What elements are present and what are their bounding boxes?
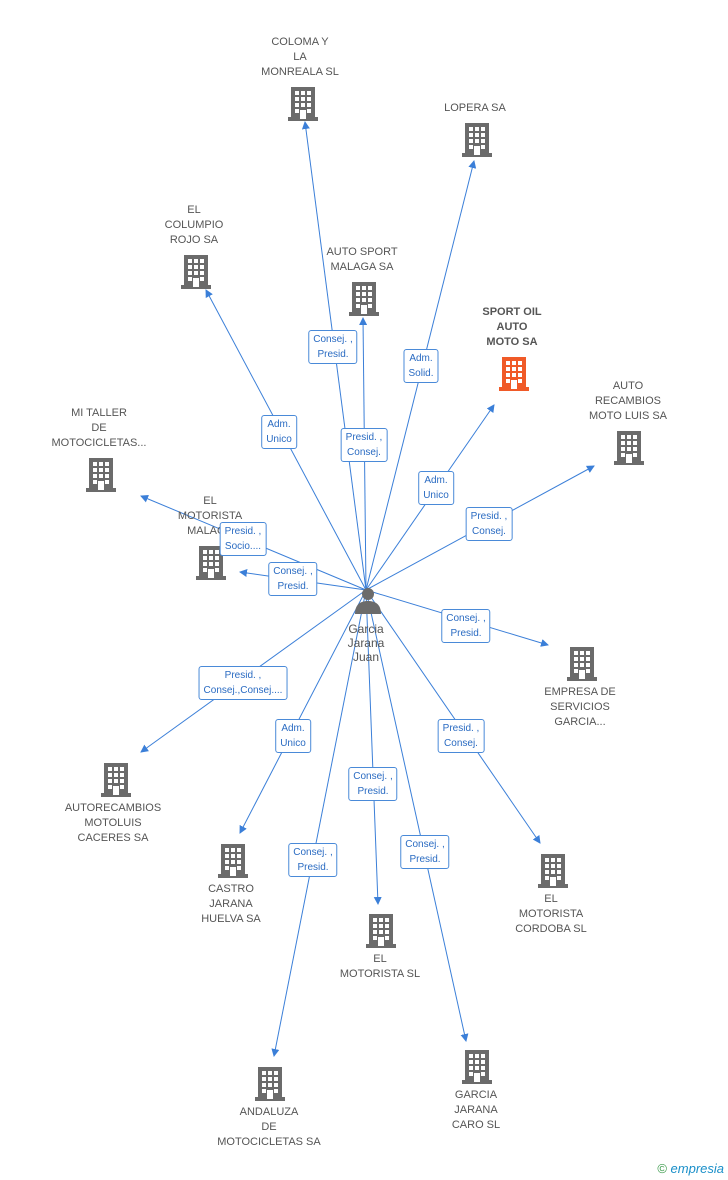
person-icon[interactable]	[353, 585, 383, 615]
person-name: Garcia Jarana Juan	[347, 622, 385, 664]
building-icon[interactable]	[462, 1048, 492, 1084]
company-label-autorecaceres[interactable]: AUTORECAMBIOS MOTOLUIS CACERES SA	[64, 802, 162, 844]
company-label-mitaller[interactable]: MI TALLER DE MOTOCICLETAS...	[51, 407, 147, 449]
company-label-garciacaro[interactable]: GARCIA JARANA CARO SL	[451, 1089, 501, 1131]
edge-label-mitaller[interactable]: Presid. , Socio....	[219, 522, 267, 556]
building-icon[interactable]	[218, 842, 248, 878]
edge-label-autorecaceres[interactable]: Presid. , Consej.,Consej....	[198, 666, 288, 700]
edge-label-autosport[interactable]: Presid. , Consej.	[340, 428, 388, 462]
building-icon[interactable]	[614, 429, 644, 465]
edge-label-lopera[interactable]: Adm. Solid.	[403, 349, 439, 383]
company-label-autorecmoto[interactable]: AUTO RECAMBIOS MOTO LUIS SA	[588, 380, 668, 422]
building-icon[interactable]	[499, 355, 529, 391]
edge-line-garciacaro	[365, 589, 469, 1042]
building-icon[interactable]	[462, 121, 492, 157]
edge-label-cordoba[interactable]: Presid. , Consej.	[437, 719, 485, 753]
company-label-cordoba[interactable]: EL MOTORISTA CORDOBA SL	[515, 893, 587, 935]
building-icon[interactable]	[255, 1065, 285, 1101]
edge-label-andaluza[interactable]: Consej. , Presid.	[288, 843, 338, 877]
building-icon[interactable]	[288, 85, 318, 121]
company-label-andaluza[interactable]: ANDALUZA DE MOTOCICLETAS SA	[217, 1106, 321, 1148]
building-icon[interactable]	[567, 645, 597, 681]
company-label-autosport[interactable]: AUTO SPORT MALAGA SA	[326, 246, 398, 273]
edge-label-coloma[interactable]: Consej. , Presid.	[308, 330, 358, 364]
edge-line-castro	[239, 589, 367, 834]
edge-label-empresa[interactable]: Consej. , Presid.	[441, 609, 491, 643]
edge-line-motoristasl	[365, 589, 382, 905]
edge-line-cordoba	[365, 589, 541, 844]
building-icon[interactable]	[538, 852, 568, 888]
company-label-coloma[interactable]: COLOMA Y LA MONREALA SL	[261, 36, 339, 78]
company-label-sportoil[interactable]: SPORT OIL AUTO MOTO SA	[482, 306, 542, 348]
copyright: © empresia	[657, 1161, 724, 1176]
building-icon[interactable]	[181, 253, 211, 289]
edge-label-motoristasl[interactable]: Consej. , Presid.	[348, 767, 398, 801]
building-icon[interactable]	[86, 456, 116, 492]
edge-label-garciacaro[interactable]: Consej. , Presid.	[400, 835, 450, 869]
building-icon[interactable]	[349, 280, 379, 316]
edge-label-sportoil[interactable]: Adm. Unico	[418, 471, 454, 505]
edge-line-andaluza	[271, 589, 367, 1057]
company-label-motoristasl[interactable]: EL MOTORISTA SL	[339, 953, 421, 980]
brand-logo[interactable]: empresia	[670, 1161, 724, 1176]
edge-label-castro[interactable]: Adm. Unico	[275, 719, 311, 753]
edge-label-columpio[interactable]: Adm. Unico	[261, 415, 297, 449]
edge-label-autorecmoto[interactable]: Presid. , Consej.	[465, 507, 513, 541]
company-label-columpio[interactable]: EL COLUMPIO ROJO SA	[164, 204, 224, 246]
company-label-castro[interactable]: CASTRO JARANA HUELVA SA	[201, 883, 261, 925]
building-icon[interactable]	[366, 912, 396, 948]
edge-label-motoristamalaga[interactable]: Consej. , Presid.	[268, 562, 318, 596]
building-icon[interactable]	[101, 761, 131, 797]
company-label-lopera[interactable]: LOPERA SA	[444, 102, 506, 114]
company-label-empresa[interactable]: EMPRESA DE SERVICIOS GARCIA...	[544, 686, 616, 728]
copyright-symbol: ©	[657, 1161, 667, 1176]
